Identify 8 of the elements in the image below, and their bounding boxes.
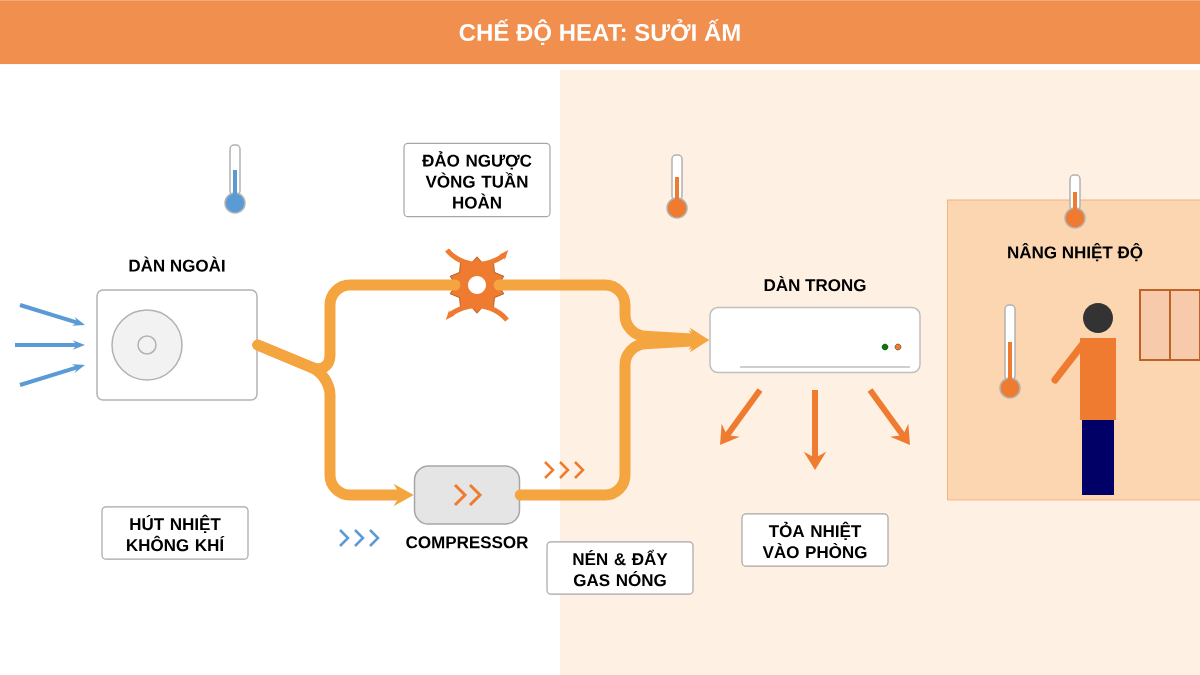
gear-icon bbox=[449, 256, 505, 314]
label-box: NÉN & ĐẨY GAS NÓNG bbox=[546, 541, 694, 595]
label-box: HÚT NHIỆT KHÔNG KHÍ bbox=[101, 506, 249, 560]
title-banner: CHẾ ĐỘ HEAT: SƯỞI ẤM bbox=[0, 0, 1200, 65]
label-box: TỎA NHIỆT VÀO PHÒNG bbox=[741, 513, 889, 567]
node-label: COMPRESSOR bbox=[406, 536, 529, 549]
label-box: ĐẢO NGƯỢC VÒNG TUẦN HOÀN bbox=[403, 142, 551, 218]
compressor-drawing: COMPRESSOR bbox=[406, 465, 529, 549]
